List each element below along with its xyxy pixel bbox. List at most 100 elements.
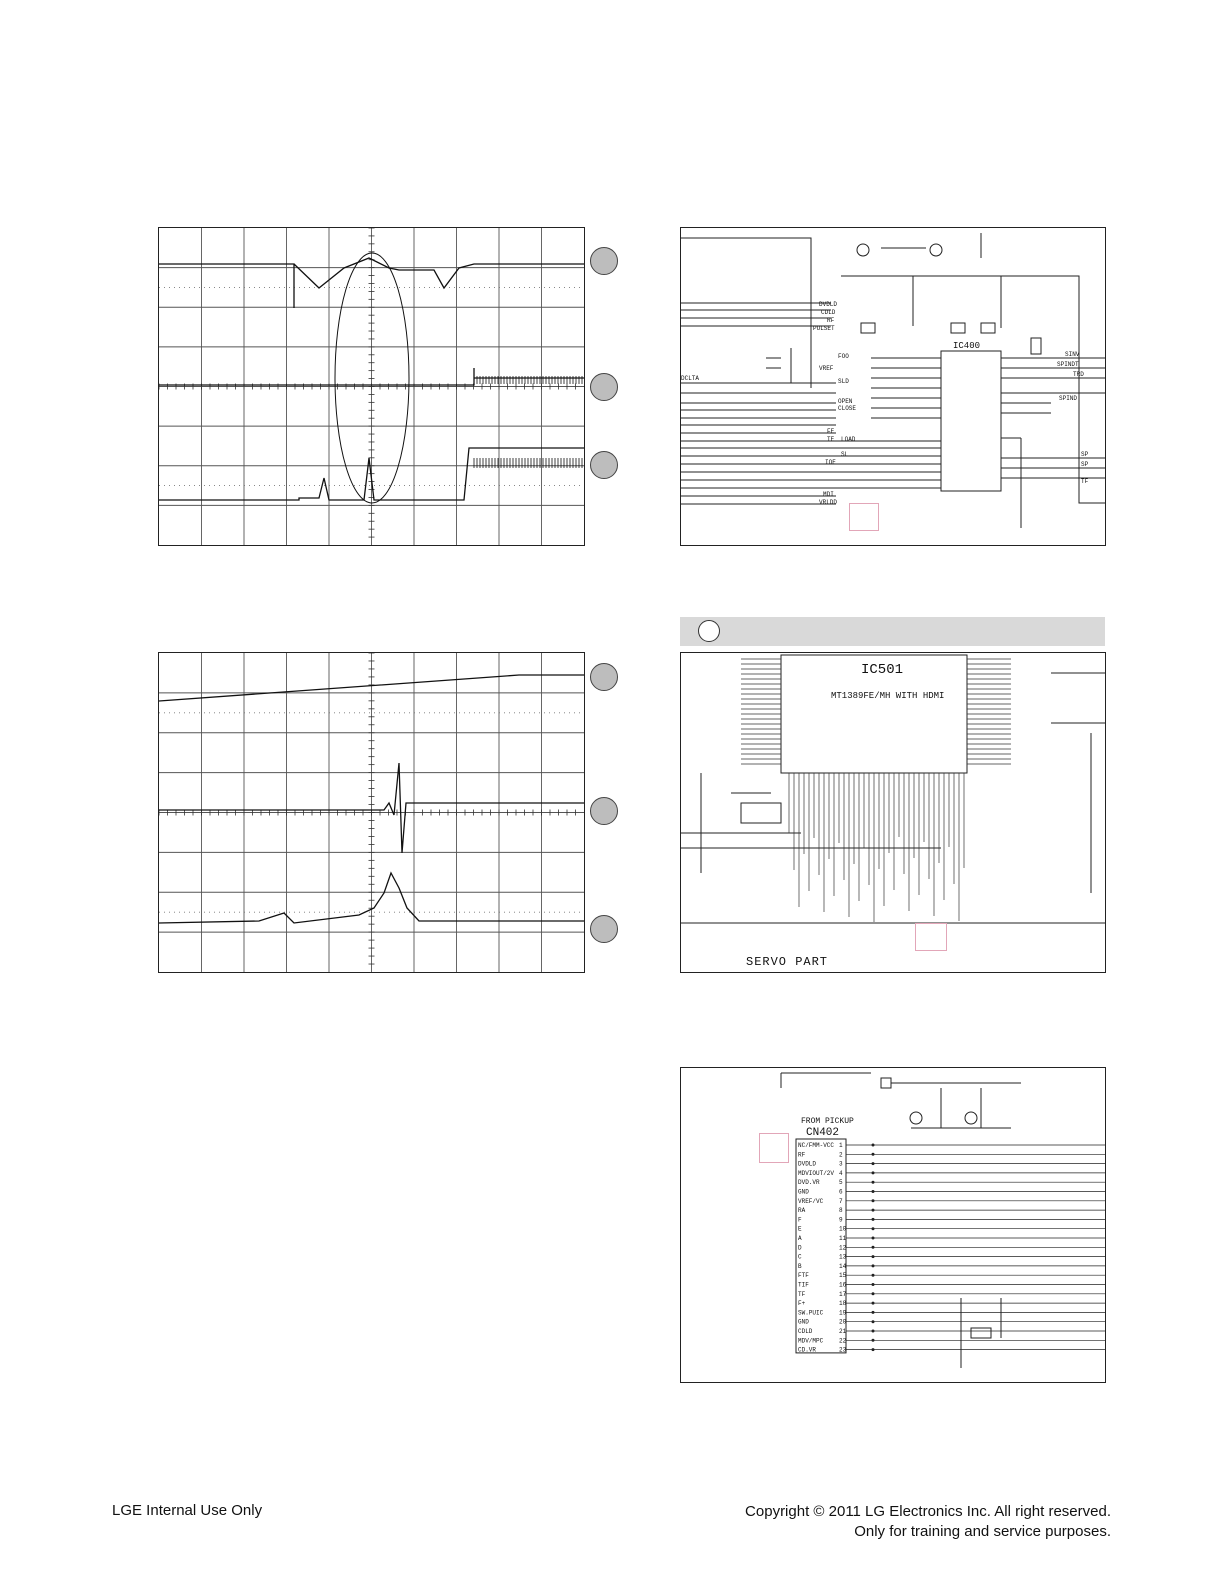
ic501-label: IC501 xyxy=(861,662,903,678)
marker-2 xyxy=(590,797,618,825)
svg-text:OPEN: OPEN xyxy=(838,398,853,405)
scope2-waveform xyxy=(159,653,584,972)
svg-text:11: 11 xyxy=(839,1235,847,1242)
svg-text:10: 10 xyxy=(839,1226,847,1233)
scope1-traces xyxy=(159,252,584,504)
connector-pin-label: MDVIOUT/2V xyxy=(798,1170,834,1177)
oscilloscope-capture-2 xyxy=(158,652,585,973)
footer-copyright-line2: Only for training and service purposes. xyxy=(854,1523,1111,1540)
connector-title: FROM PICKUP xyxy=(801,1117,854,1126)
svg-text:SP: SP xyxy=(1081,461,1089,468)
svg-text:14: 14 xyxy=(839,1263,847,1270)
svg-text:PULSET: PULSET xyxy=(813,325,835,332)
test-point-highlight xyxy=(849,503,879,531)
svg-text:RF: RF xyxy=(827,317,835,324)
connector-pin-label: TIF xyxy=(798,1282,809,1289)
svg-text:3: 3 xyxy=(839,1161,843,1168)
section-marker xyxy=(698,620,720,642)
svg-text:5: 5 xyxy=(839,1179,843,1186)
connector-pin-label: CD.VR xyxy=(798,1347,816,1354)
connector-pin-label: F xyxy=(798,1216,802,1223)
connector-pin-label: DVD.VR xyxy=(798,1179,820,1186)
connector-pin-label: GND xyxy=(798,1319,809,1326)
scope2-traces xyxy=(159,674,584,924)
svg-text:2: 2 xyxy=(839,1151,843,1158)
oscilloscope-capture-1 xyxy=(158,227,585,546)
svg-text:TE: TE xyxy=(827,436,835,443)
schematic-ic400-drawing: DVDLD CDLD RF PULSET FOO VREF SLD OPEN C… xyxy=(681,233,1105,528)
section-header-bar xyxy=(680,617,1105,646)
connector-pin-label: CDLD xyxy=(798,1328,813,1335)
schematic-ic501: IC501 MT1389FE/MH WITH HDMI SERVO PART xyxy=(680,652,1106,973)
connector-pin-label: F+ xyxy=(798,1300,806,1307)
svg-text:IC400: IC400 xyxy=(953,341,980,351)
svg-text:SPINDT: SPINDT xyxy=(1057,361,1079,368)
connector-pin-label: RF xyxy=(798,1151,806,1158)
connector-pin-label: VREF/VC xyxy=(798,1198,824,1205)
connector-pin-label: RA xyxy=(798,1207,806,1214)
svg-text:15: 15 xyxy=(839,1272,847,1279)
connector-pin-label: A xyxy=(798,1235,802,1242)
connector-pin-label: B xyxy=(798,1263,802,1270)
svg-text:SP: SP xyxy=(1081,451,1089,458)
test-point-highlight xyxy=(759,1133,789,1163)
scope-grid xyxy=(159,653,584,972)
svg-text:IOE: IOE xyxy=(825,459,836,466)
connector-pin-label: TF xyxy=(798,1291,806,1298)
svg-text:4: 4 xyxy=(839,1170,843,1177)
svg-text:8: 8 xyxy=(839,1207,843,1214)
connector-pin-label: SW.PUIC xyxy=(798,1309,824,1316)
test-point-highlight xyxy=(915,923,947,951)
svg-text:DVDLD: DVDLD xyxy=(819,301,837,308)
svg-text:16: 16 xyxy=(839,1282,847,1289)
svg-text:FOO: FOO xyxy=(838,353,849,360)
svg-text:19: 19 xyxy=(839,1309,847,1316)
chip-name: MT1389FE/MH WITH HDMI xyxy=(831,691,944,701)
connector-pin-label: E xyxy=(798,1226,802,1233)
svg-text:SPIND: SPIND xyxy=(1059,395,1077,402)
svg-text:1: 1 xyxy=(839,1142,843,1149)
servo-part-label: SERVO PART xyxy=(746,955,828,969)
connector-pin-label: DVDLD xyxy=(798,1161,816,1168)
connector-pin-label: GND xyxy=(798,1189,809,1196)
svg-text:9: 9 xyxy=(839,1216,843,1223)
svg-text:SLD: SLD xyxy=(838,378,849,385)
marker-3 xyxy=(590,451,618,479)
svg-text:20: 20 xyxy=(839,1319,847,1326)
svg-text:CLOSE: CLOSE xyxy=(838,405,856,412)
svg-text:23: 23 xyxy=(839,1347,847,1354)
svg-text:6: 6 xyxy=(839,1189,843,1196)
footer-copyright-line1: Copyright © 2011 LG Electronics Inc. All… xyxy=(745,1503,1111,1520)
schematic-ic400: DVDLD CDLD RF PULSET FOO VREF SLD OPEN C… xyxy=(680,227,1106,546)
connector-pin-label: D xyxy=(798,1244,802,1251)
svg-text:12: 12 xyxy=(839,1244,847,1251)
svg-text:TF: TF xyxy=(1081,478,1089,485)
svg-text:VREF: VREF xyxy=(819,365,834,372)
svg-text:FE: FE xyxy=(827,428,835,435)
svg-text:21: 21 xyxy=(839,1328,847,1335)
marker-3 xyxy=(590,915,618,943)
scope-grid xyxy=(159,228,584,545)
svg-text:SINV: SINV xyxy=(1065,351,1080,358)
svg-text:17: 17 xyxy=(839,1291,847,1298)
svg-text:SL: SL xyxy=(841,451,849,458)
connector-pin-label: NC/FMM-VCC xyxy=(798,1142,834,1149)
marker-2 xyxy=(590,373,618,401)
footer-left-text: LGE Internal Use Only xyxy=(112,1502,263,1519)
scope1-waveform xyxy=(159,228,584,545)
footer-copyright: Copyright © 2011 LG Electronics Inc. All… xyxy=(745,1502,1111,1542)
svg-text:7: 7 xyxy=(839,1198,843,1205)
connector-pin-label: C xyxy=(798,1254,802,1261)
connector-pin-label: MDV/MPC xyxy=(798,1337,824,1344)
svg-text:18: 18 xyxy=(839,1300,847,1307)
connector-label: CN402 xyxy=(806,1127,839,1139)
connector-pin-label: FTF xyxy=(798,1272,809,1279)
marker-1 xyxy=(590,247,618,275)
schematic-ic501-drawing: IC501 MT1389FE/MH WITH HDMI SERVO PART xyxy=(681,654,1105,969)
svg-text:DCLTA: DCLTA xyxy=(681,375,699,382)
svg-text:CDLD: CDLD xyxy=(821,309,836,316)
svg-text:13: 13 xyxy=(839,1254,847,1261)
svg-text:22: 22 xyxy=(839,1337,847,1344)
